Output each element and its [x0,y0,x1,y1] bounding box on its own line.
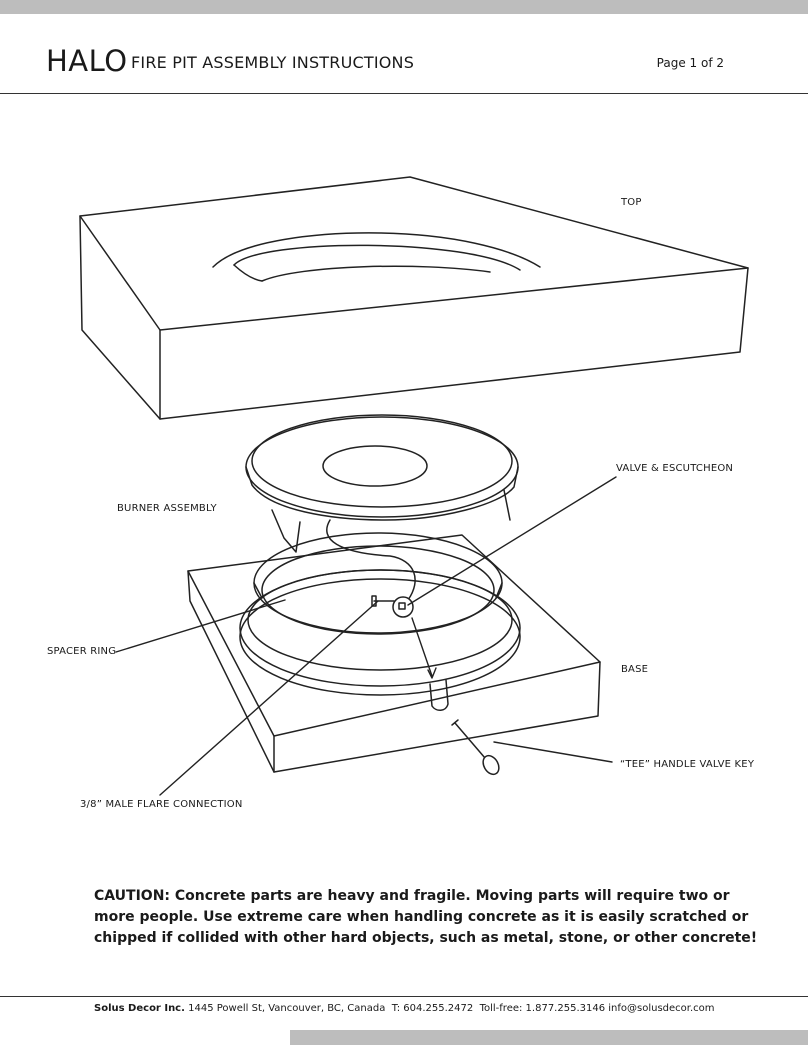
tee-handle-key [451,719,500,776]
footer-address: 1445 Powell St, Vancouver, BC, Canada [188,1003,386,1014]
footer-phone: T: 604.255.2472 [391,1003,474,1014]
footer-tollfree: Toll-free: 1.877.255.3146 [479,1003,606,1014]
label-valve-escutcheon: VALVE & ESCUTCHEON [616,463,734,474]
label-burner-assembly: BURNER ASSEMBLY [117,503,217,514]
page-number: Page 1 of 2 [656,56,724,70]
footer-email[interactable]: info@solusdecor.com [608,1003,715,1014]
label-base: BASE [621,664,649,675]
footer-company: Solus Decor Inc. [94,1003,185,1014]
label-tee-handle: “TEE” HANDLE VALVE KEY [620,759,755,770]
valve-escutcheon [371,595,414,618]
spacer-ring [239,569,521,696]
top-slab [79,176,749,420]
brand-title: HALO [46,44,128,78]
label-spacer-ring: SPACER RING [47,646,117,657]
assembly-diagram [79,176,749,796]
caution-text: CAUTION: Concrete parts are heavy and fr… [94,888,758,946]
label-flare-connection: 3/8” MALE FLARE CONNECTION [80,799,243,810]
burner-pan [245,414,519,601]
leader-lines [115,476,617,796]
burner-ring [253,532,503,635]
bottom-bar [290,1030,808,1045]
top-bar [0,0,808,14]
label-top: TOP [621,197,642,208]
footer-divider [0,996,808,997]
page-footer: Solus Decor Inc. 1445 Powell St, Vancouv… [94,1003,715,1014]
document-title: FIRE PIT ASSEMBLY INSTRUCTIONS [131,53,415,72]
header-divider [0,93,808,94]
page-header: HALO FIRE PIT ASSEMBLY INSTRUCTIONS Page… [46,44,766,84]
